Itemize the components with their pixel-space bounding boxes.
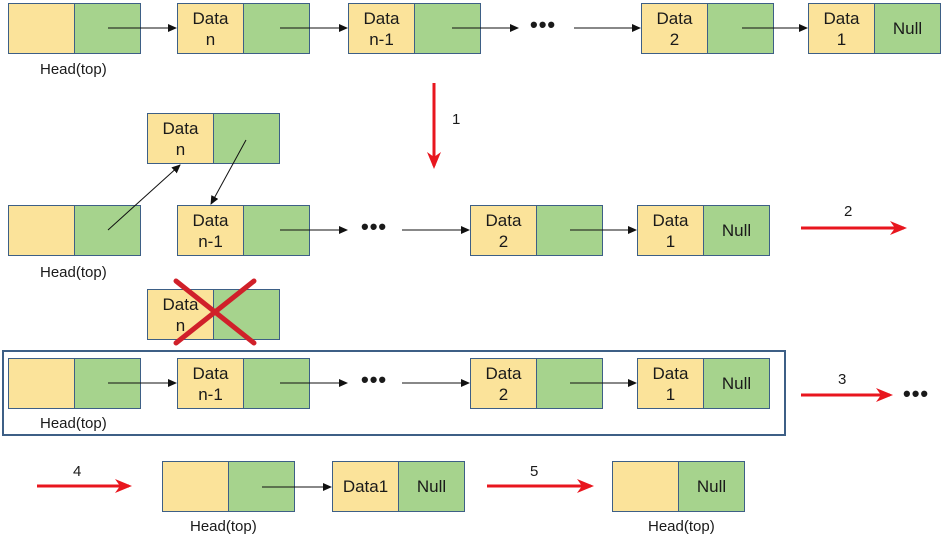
node-next-cell: [214, 289, 280, 340]
node-data-cell: Data n-1: [348, 3, 415, 54]
node-data-cell: Data 2: [470, 358, 537, 409]
step-2-label: 2: [844, 203, 853, 220]
node-data-cell: Data 1: [637, 358, 704, 409]
head-node-row3: [8, 358, 141, 409]
node-null-cell: Null: [704, 205, 770, 256]
step-3-label: 3: [838, 371, 847, 388]
head-node-row1: [8, 3, 141, 54]
node-next-cell: [75, 358, 141, 409]
node-data-n-1-row1: Data n-1: [348, 3, 481, 54]
node-data-1-row1: Data 1 Null: [808, 3, 941, 54]
node-null-cell: Null: [704, 358, 770, 409]
head-top-label: Head(top): [40, 61, 107, 78]
head-top-label: Head(top): [40, 415, 107, 432]
node-data-n-1-row3: Data n-1: [177, 358, 310, 409]
node-next-cell: [75, 3, 141, 54]
step-4-label: 4: [73, 463, 82, 480]
node-data-cell: Data n-1: [177, 358, 244, 409]
popped-node-data-n: Data n: [147, 113, 280, 164]
node-null-cell: Null: [679, 461, 745, 512]
node-next-cell: [537, 358, 603, 409]
node-next-cell: [537, 205, 603, 256]
node-next-cell: [415, 3, 481, 54]
node-next-cell: [708, 3, 774, 54]
node-data-n-row1: Data n: [177, 3, 310, 54]
node-data-1-row2: Data 1 Null: [637, 205, 770, 256]
ellipsis-dots: •••: [361, 367, 388, 392]
node-data1-row4: Data1 Null: [332, 461, 465, 512]
node-data-cell: [8, 358, 75, 409]
node-null-cell: Null: [875, 3, 941, 54]
ellipsis-dots: •••: [361, 214, 388, 239]
ellipsis-dots: •••: [903, 381, 930, 406]
node-data-cell: [612, 461, 679, 512]
node-data-cell: Data 2: [641, 3, 708, 54]
head-node-row5: Null: [612, 461, 745, 512]
node-data-cell: [162, 461, 229, 512]
node-data-cell: [8, 205, 75, 256]
node-null-cell: Null: [399, 461, 465, 512]
node-data-cell: Data n: [147, 289, 214, 340]
node-data-1-row3: Data 1 Null: [637, 358, 770, 409]
node-data-cell: Data 1: [637, 205, 704, 256]
head-node-row4: [162, 461, 295, 512]
head-top-label: Head(top): [40, 264, 107, 281]
node-data-2-row3: Data 2: [470, 358, 603, 409]
node-data-cell: Data 2: [470, 205, 537, 256]
node-next-cell: [75, 205, 141, 256]
node-data-n-1-row2: Data n-1: [177, 205, 310, 256]
node-data-cell: Data n: [147, 113, 214, 164]
node-data-cell: Data n: [177, 3, 244, 54]
node-data-2-row1: Data 2: [641, 3, 774, 54]
node-next-cell: [244, 358, 310, 409]
node-next-cell: [244, 205, 310, 256]
node-data-cell: Data n-1: [177, 205, 244, 256]
node-data-cell: Data 1: [808, 3, 875, 54]
head-top-label: Head(top): [648, 518, 715, 535]
deleted-node-data-n: Data n: [147, 289, 280, 340]
step-5-label: 5: [530, 463, 539, 480]
node-data-cell: Data1: [332, 461, 399, 512]
node-next-cell: [244, 3, 310, 54]
node-data-cell: [8, 3, 75, 54]
node-data-2-row2: Data 2: [470, 205, 603, 256]
ellipsis-dots: •••: [530, 12, 557, 37]
step-1-label: 1: [452, 111, 461, 128]
head-top-label: Head(top): [190, 518, 257, 535]
head-node-row2: [8, 205, 141, 256]
node-next-cell: [214, 113, 280, 164]
node-next-cell: [229, 461, 295, 512]
